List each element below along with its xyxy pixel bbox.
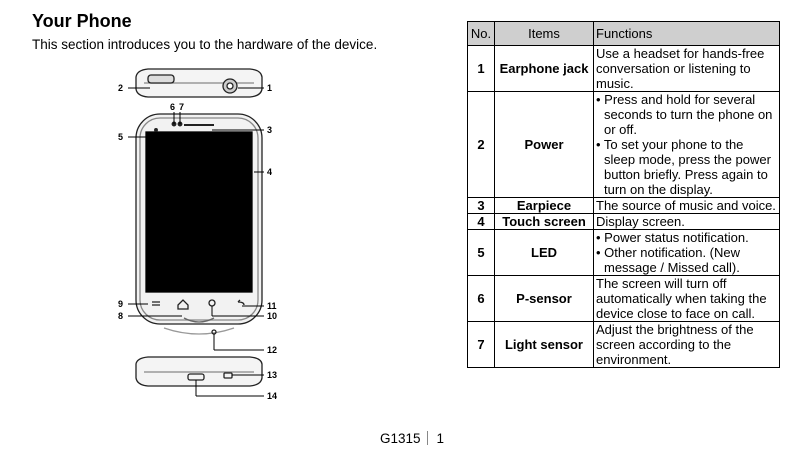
- table-row: 7 Light sensor Adjust the brightness of …: [467, 321, 780, 368]
- callout-3: 3: [267, 125, 273, 135]
- function-text: Use a headset for hands-free conversatio…: [596, 46, 765, 91]
- row-item: Light sensor: [494, 321, 594, 368]
- row-item: LED: [494, 229, 594, 276]
- hardware-functions-table: No. Items Functions 1 Earphone jack Use …: [467, 21, 780, 368]
- row-function: • Power status notification. • Other not…: [593, 229, 780, 276]
- header-no: No.: [467, 21, 495, 46]
- row-item: Power: [494, 91, 594, 198]
- table-row: 4 Touch screen Display screen.: [467, 213, 780, 230]
- row-number: 6: [467, 275, 495, 322]
- row-number: 2: [467, 91, 495, 198]
- header-functions: Functions: [593, 21, 780, 46]
- row-number: 3: [467, 197, 495, 214]
- table-header-row: No. Items Functions: [467, 21, 780, 46]
- callout-6: 6: [170, 102, 176, 112]
- row-item: P-sensor: [494, 275, 594, 322]
- callout-7: 7: [179, 102, 185, 112]
- model-number: G1315: [380, 431, 421, 446]
- table-row: 2 Power • Press and hold for several sec…: [467, 91, 780, 198]
- row-number: 7: [467, 321, 495, 368]
- row-function: • Press and hold for several seconds to …: [593, 91, 780, 198]
- page-subtitle: This section introduces you to the hardw…: [32, 37, 378, 52]
- callout-8: 8: [118, 311, 124, 321]
- row-function: Use a headset for hands-free conversatio…: [593, 45, 780, 92]
- row-function: Adjust the brightness of the screen acco…: [593, 321, 780, 368]
- phone-hardware-diagram: 1 2 3 4 5 6 7 8 9 10 11 12 13 14: [104, 62, 294, 414]
- callout-11: 11: [267, 301, 277, 311]
- row-number: 1: [467, 45, 495, 92]
- callout-5: 5: [118, 132, 124, 142]
- page-title: Your Phone: [32, 11, 132, 31]
- table-row: 3 Earpiece The source of music and voice…: [467, 197, 780, 214]
- callout-1: 1: [267, 83, 273, 93]
- function-text: Adjust the brightness of the screen acco…: [596, 322, 754, 367]
- callout-14: 14: [267, 391, 278, 401]
- row-number: 5: [467, 229, 495, 276]
- phone-illustration: [128, 68, 264, 397]
- footer-divider: [426, 431, 428, 445]
- function-bullet: • Power status notification.: [596, 230, 749, 245]
- function-text: The source of music and voice.: [596, 198, 776, 213]
- header-items: Items: [494, 21, 594, 46]
- callout-10: 10: [267, 311, 278, 321]
- page-number: 1: [436, 431, 445, 446]
- function-bullet: • Other notification. (New message / Mis…: [596, 245, 740, 275]
- function-text: Display screen.: [596, 214, 685, 229]
- table-row: 1 Earphone jack Use a headset for hands-…: [467, 45, 780, 92]
- callout-2: 2: [118, 83, 124, 93]
- callout-4: 4: [267, 167, 273, 177]
- table-row: 6 P-sensor The screen will turn off auto…: [467, 275, 780, 322]
- page-footer: G1315 1: [380, 431, 444, 446]
- table-row: 5 LED • Power status notification. • Oth…: [467, 229, 780, 276]
- row-item: Earpiece: [494, 197, 594, 214]
- row-item: Touch screen: [494, 213, 594, 230]
- row-function: Display screen.: [593, 213, 780, 230]
- function-bullet: • To set your phone to the sleep mode, p…: [596, 137, 771, 197]
- callout-12: 12: [267, 345, 278, 355]
- row-function: The screen will turn off automatically w…: [593, 275, 780, 322]
- callout-13: 13: [267, 370, 278, 380]
- function-bullet: • Press and hold for several seconds to …: [596, 92, 773, 137]
- callout-9: 9: [118, 299, 124, 309]
- function-text: The screen will turn off automatically w…: [596, 276, 767, 321]
- row-function: The source of music and voice.: [593, 197, 780, 214]
- row-item: Earphone jack: [494, 45, 594, 92]
- row-number: 4: [467, 213, 495, 230]
